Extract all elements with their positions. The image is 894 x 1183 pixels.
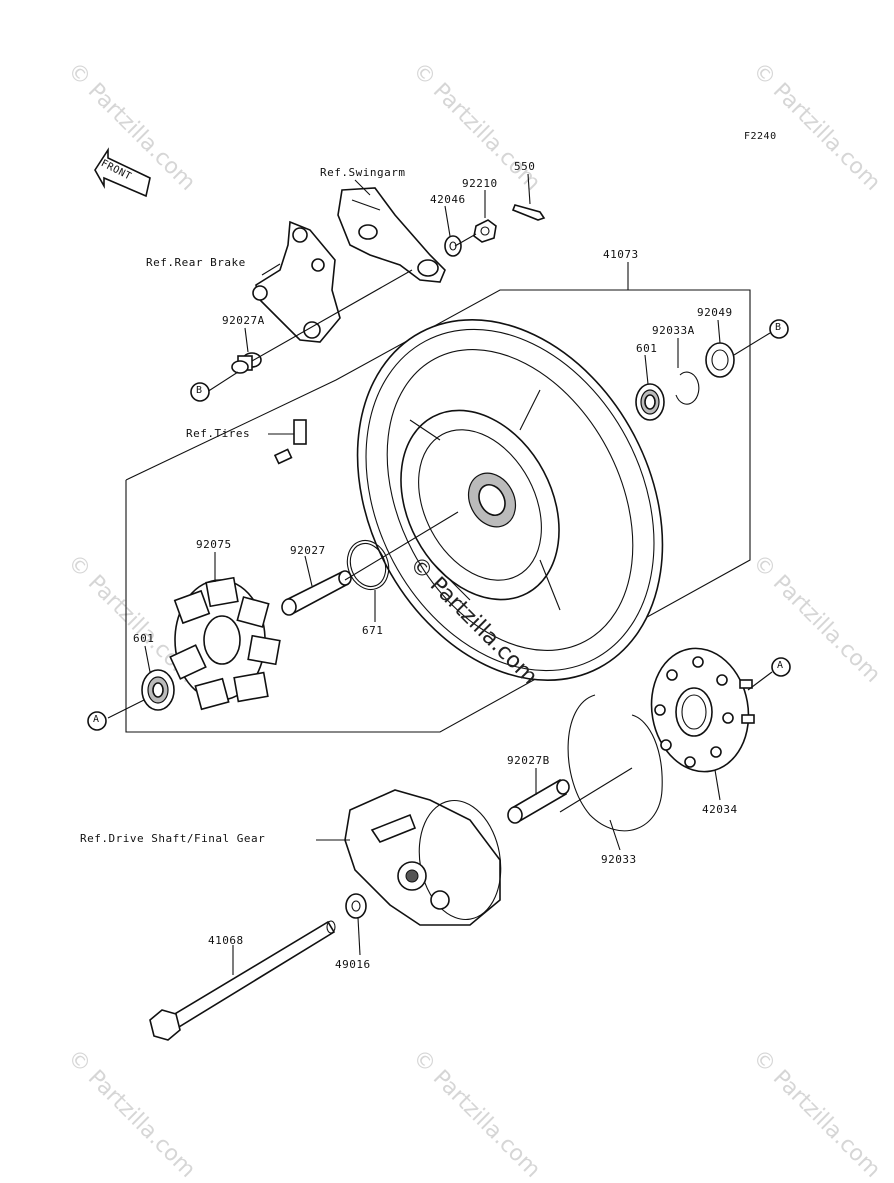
ref-drive-shaft-label: Ref.Drive Shaft/Final Gear	[80, 832, 266, 845]
collar-92027-drawing	[281, 570, 352, 616]
callout-a-right	[771, 657, 791, 677]
bearing-601-top-drawing	[635, 383, 665, 421]
callout-b-right-label: B	[775, 322, 782, 333]
ref-rear-brake-label: Ref.Rear Brake	[146, 256, 246, 269]
valve-stem-drawing	[273, 419, 307, 465]
part-41073-label: 41073	[603, 248, 639, 261]
part-601-left-label: 601	[133, 632, 155, 645]
part-601-top-label: 601	[636, 342, 658, 355]
hub-flange-42034-drawing	[650, 647, 755, 773]
washer-42046-drawing	[444, 235, 462, 257]
callout-a-left	[87, 711, 107, 731]
callout-a-left-label: A	[93, 714, 100, 725]
callout-b-left-label: B	[196, 385, 203, 396]
part-92033a-label: 92033A	[652, 324, 695, 337]
wheel-rim-drawing	[356, 319, 664, 681]
part-92027b-label: 92027B	[507, 754, 550, 767]
part-49016-label: 49016	[335, 958, 371, 971]
circlip-92033a-drawing	[675, 371, 700, 405]
axle-41068-drawing	[149, 920, 336, 1041]
diagram-code: F2240	[744, 131, 777, 142]
bearing-601-left-drawing	[141, 669, 175, 711]
front-arrow-icon	[94, 147, 151, 198]
part-92033-label: 92033	[601, 853, 637, 866]
part-42034-label: 42034	[702, 803, 738, 816]
damper-92075-drawing	[169, 576, 281, 711]
part-92210-label: 92210	[462, 177, 498, 190]
circlip-92033-drawing	[567, 694, 663, 832]
part-42046-label: 42046	[430, 193, 466, 206]
part-92075-label: 92075	[196, 538, 232, 551]
part-92049-label: 92049	[697, 306, 733, 319]
callout-a-right-label: A	[777, 660, 784, 671]
rear-brake-bracket-drawing	[252, 220, 341, 343]
collar-92027b-drawing	[507, 778, 570, 824]
collar-92027a-drawing	[231, 352, 262, 374]
o-ring-671-drawing	[346, 539, 390, 591]
ref-swingarm-label: Ref.Swingarm	[320, 166, 406, 179]
cotter-pin-550-drawing	[511, 204, 546, 221]
callout-b-right	[769, 319, 789, 339]
part-41068-label: 41068	[208, 934, 244, 947]
part-92027a-label: 92027A	[222, 314, 265, 327]
washer-49016-drawing	[345, 893, 367, 919]
final-gear-case-drawing	[344, 789, 502, 926]
swingarm-drawing	[337, 187, 446, 283]
part-92027-label: 92027	[290, 544, 326, 557]
nut-92210-drawing	[473, 219, 497, 243]
part-550-label: 550	[514, 160, 536, 173]
callout-b-left	[190, 382, 210, 402]
ref-tires-label: Ref.Tires	[186, 427, 251, 440]
seal-92049-drawing	[705, 342, 735, 378]
assembly-outline	[125, 289, 751, 733]
part-671-label: 671	[362, 624, 384, 637]
